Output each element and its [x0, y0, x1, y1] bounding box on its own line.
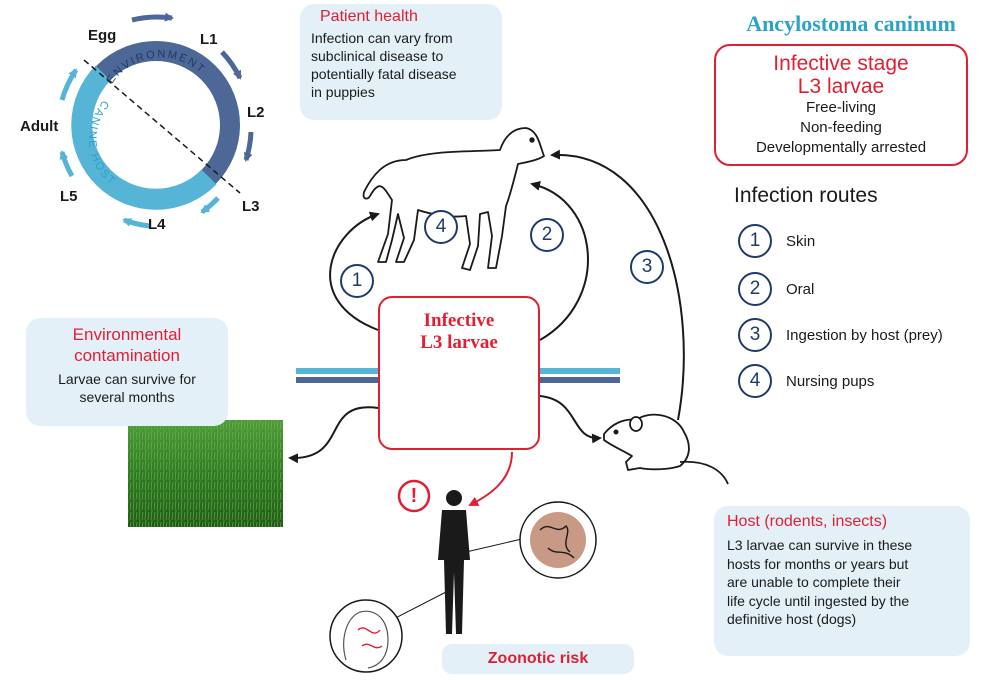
environmental-box: Environmental contamination Larvae can s…	[26, 318, 228, 426]
route-marker-2: 2	[530, 218, 564, 252]
environmental-text: several months	[79, 389, 175, 405]
ground-lines	[296, 368, 620, 383]
host-text: hosts for months or years but	[727, 555, 909, 572]
ring-text: ENVIRONMENT CANINE HOST	[86, 48, 208, 188]
route-label: Skin	[786, 232, 816, 250]
patient-health-box: Patient health Infection can vary from s…	[300, 4, 502, 120]
host-text: are unable to complete their	[727, 574, 901, 590]
stage-egg: Egg	[88, 27, 117, 44]
infective-stage-box: Infective stage L3 larvae Free-living No…	[714, 44, 968, 166]
callout-line	[465, 537, 527, 553]
alert-mark: !	[410, 484, 418, 507]
center-line2: L3 larvae	[420, 332, 498, 353]
alert-icon	[397, 479, 431, 513]
infective-stage-heading: Infective stage	[773, 52, 909, 75]
stage-l4: L4	[148, 216, 166, 233]
infective-stage-subheading: L3 larvae	[797, 75, 885, 98]
trait: Non-feeding	[800, 119, 882, 136]
stage-l5: L5	[60, 188, 78, 205]
trait: Free-living	[805, 99, 877, 116]
foot-lesion-image	[329, 599, 403, 673]
human-illustration	[438, 490, 470, 634]
patient-health-text: in puppies	[311, 84, 375, 100]
zoonotic-label: Zoonotic risk	[487, 650, 589, 667]
route-number: 1	[738, 224, 772, 258]
host-text: life cycle until ingested by the	[727, 592, 910, 609]
environmental-title: contamination	[74, 346, 180, 365]
route-item: 4 Nursing pups	[738, 364, 874, 398]
route-label: Ingestion by host (prey)	[786, 326, 943, 344]
page-title: Ancylostoma caninum	[746, 11, 956, 36]
route-label: Nursing pups	[786, 372, 875, 390]
host-text: definitive host (dogs)	[727, 611, 857, 627]
environmental-title: Environmental	[72, 325, 182, 344]
infective-larvae-box: Infective L3 larvae	[378, 296, 540, 450]
route-number: 3	[738, 318, 772, 352]
route-marker-3: 3	[630, 250, 664, 284]
rat-illustration	[603, 413, 729, 485]
grass-image	[128, 420, 283, 527]
route-marker-1: 1	[340, 264, 374, 298]
route-marker-4: 4	[424, 210, 458, 244]
route-item: 2 Oral	[738, 272, 814, 306]
zoonotic-box: Zoonotic risk	[442, 644, 634, 674]
stage-l2: L2	[247, 104, 265, 121]
route-label: Oral	[786, 280, 815, 298]
host-title: Host (rodents, insects)	[727, 513, 888, 530]
route-item: 3 Ingestion by host (prey)	[738, 318, 943, 352]
patient-health-title: Patient health	[320, 8, 418, 25]
stage-l3: L3	[242, 198, 260, 215]
patient-health-text: potentially fatal disease	[311, 66, 457, 82]
route-item: 1 Skin	[738, 224, 815, 258]
environmental-text: Larvae can survive for	[58, 371, 196, 387]
center-line1: Infective	[423, 310, 495, 331]
stage-adult: Adult	[20, 118, 59, 135]
ring-label-host: CANINE HOST	[86, 98, 119, 188]
patient-health-text: Infection can vary from	[311, 30, 453, 46]
ring-label-environment: ENVIRONMENT	[105, 48, 208, 85]
infection-routes-title: Infection routes	[734, 184, 878, 207]
stage-l1: L1	[200, 31, 218, 48]
route-arrows	[288, 149, 685, 506]
dog-illustration	[362, 127, 545, 271]
route-number: 4	[738, 364, 772, 398]
skin-lesion-image	[519, 501, 597, 579]
trait: Developmentally arrested	[755, 139, 927, 156]
patient-health-text: subclinical disease to	[311, 48, 444, 64]
host-text: L3 larvae can survive in these	[727, 537, 913, 553]
host-box: Host (rodents, insects) L3 larvae can su…	[714, 506, 970, 656]
lifecycle-ring	[59, 12, 254, 229]
route-number: 2	[738, 272, 772, 306]
